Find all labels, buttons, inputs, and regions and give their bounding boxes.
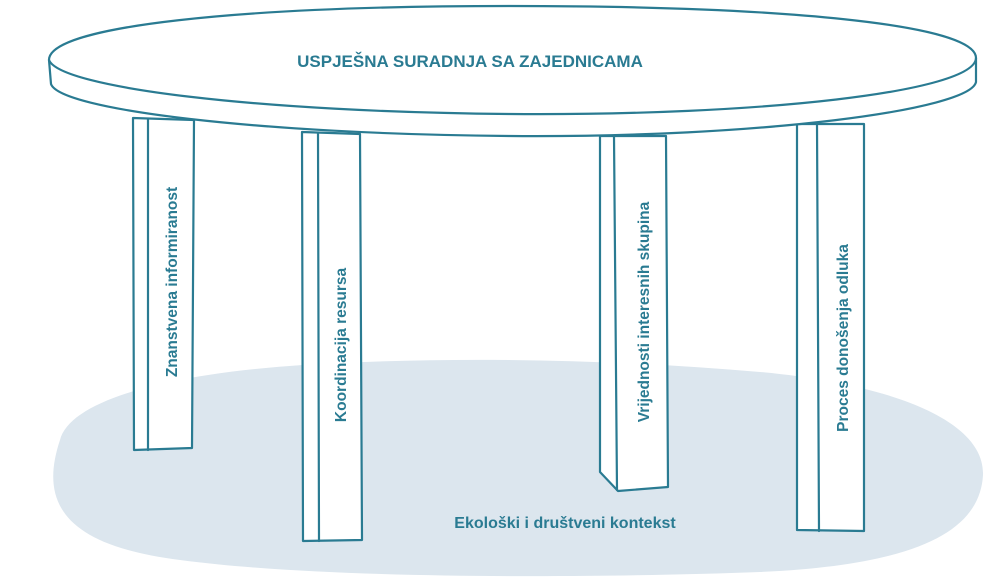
- leg-label-1: Znanstvena informiranost: [164, 187, 181, 377]
- table-leg-3: [598, 134, 670, 493]
- table-title: USPJEŠNA SURADNJA SA ZAJEDNICAMA: [297, 52, 643, 71]
- table-leg-4: [795, 122, 866, 533]
- leg-label-2: Koordinacija resursa: [333, 268, 350, 423]
- table-leg-1: [131, 116, 196, 452]
- context-label: Ekološki i društveni kontekst: [454, 515, 676, 532]
- context-ground: [53, 359, 984, 577]
- table-leg-2: [300, 130, 364, 543]
- leg-label-3: Vrijednosti interesnih skupina: [636, 201, 653, 422]
- leg-label-4: Proces donošenja odluka: [835, 244, 852, 432]
- table-top: [47, 4, 978, 138]
